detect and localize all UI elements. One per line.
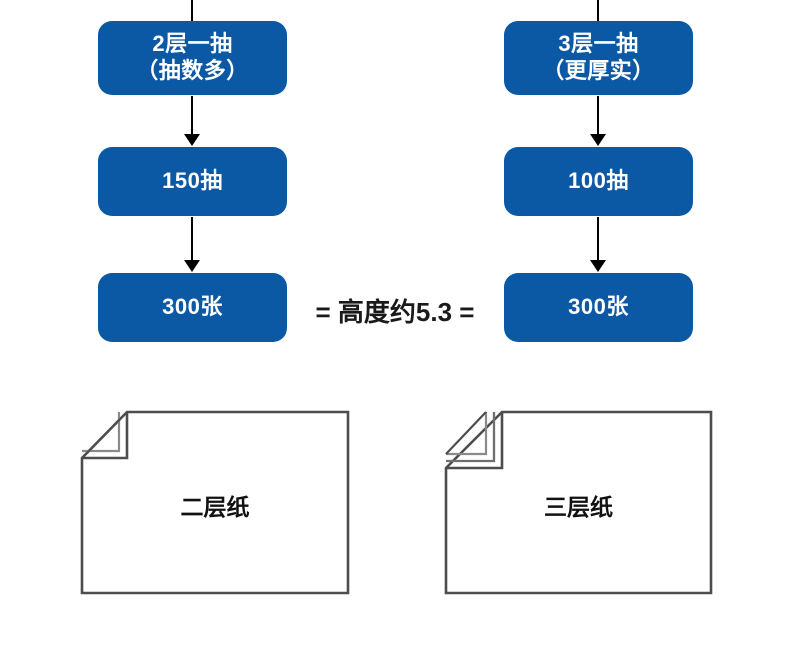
flow-box-left-3: 300张 [98, 273, 287, 342]
flow-box-right-1-line1: 3层一抽 [558, 31, 639, 57]
three-layer-paper-icon [444, 410, 713, 595]
flow-box-right-3-line1: 300张 [568, 294, 629, 320]
flow-box-left-1-line1: 2层一抽 [152, 31, 233, 57]
arrow-head [590, 260, 606, 272]
flow-box-left-1: 2层一抽 （抽数多） [98, 21, 287, 95]
arrow-shaft [597, 217, 599, 260]
arrow-head [184, 134, 200, 146]
flow-box-left-3-line1: 300张 [162, 294, 223, 320]
two-layer-paper-icon [80, 410, 350, 595]
flow-box-right-2: 100抽 [504, 147, 693, 216]
flow-box-left-2-line1: 150抽 [162, 168, 223, 194]
connector-stem-left-top [191, 0, 193, 22]
paper-illustration-three-layer [444, 410, 713, 595]
arrow-head [184, 260, 200, 272]
flow-box-right-1: 3层一抽 （更厚实） [504, 21, 693, 95]
flow-box-left-1-line2: （抽数多） [136, 58, 249, 83]
arrow-down-icon-right-1 [590, 96, 606, 146]
height-comparison-equation: = 高度约5.3 = [315, 297, 475, 327]
flow-box-right-1-line2: （更厚实） [542, 58, 655, 83]
arrow-shaft [597, 96, 599, 134]
flow-box-left-2: 150抽 [98, 147, 287, 216]
flow-box-right-2-line1: 100抽 [568, 168, 629, 194]
arrow-down-icon-right-2 [590, 217, 606, 272]
paper-illustration-two-layer [80, 410, 350, 595]
arrow-down-icon-left-1 [184, 96, 200, 146]
arrow-head [590, 134, 606, 146]
arrow-down-icon-left-2 [184, 217, 200, 272]
arrow-shaft [191, 96, 193, 134]
flow-box-right-3: 300张 [504, 273, 693, 342]
arrow-shaft [191, 217, 193, 260]
connector-stem-right-top [597, 0, 599, 22]
